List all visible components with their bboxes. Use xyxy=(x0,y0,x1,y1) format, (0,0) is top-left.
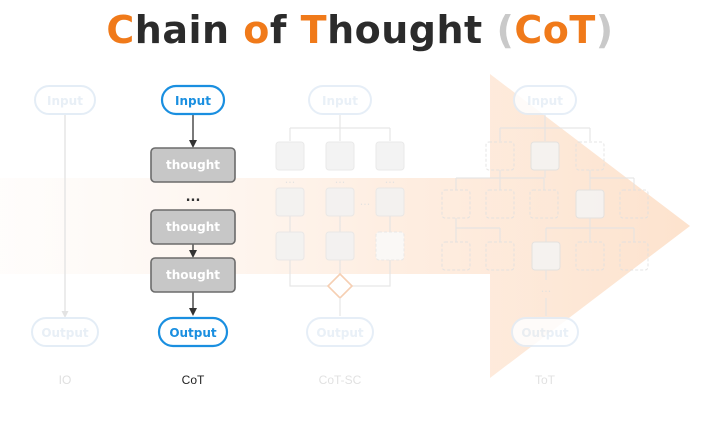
cot-thought-label-2: thought xyxy=(166,220,220,234)
cotsc-node-r3c3 xyxy=(375,231,405,261)
io-column-label: IO xyxy=(59,373,72,387)
tot-node-l3e xyxy=(619,241,649,271)
io-input-node xyxy=(34,85,96,115)
cotsc-node-r1c2 xyxy=(325,141,355,171)
cot-input-node xyxy=(160,84,226,116)
tot-ellipsis: ... xyxy=(541,282,552,295)
tot-node-l3a xyxy=(441,241,471,271)
tot-node-l2b xyxy=(485,189,515,219)
cot-column: Input thought ... thought thought Output… xyxy=(150,84,236,387)
title-letter-t: T xyxy=(300,8,328,52)
cot-thought-node-1 xyxy=(150,147,236,183)
cotsc-output-label: Output xyxy=(316,326,364,340)
io-column: Input Output IO xyxy=(31,85,99,387)
title-text-of: f xyxy=(269,8,301,52)
cot-column-label: CoT xyxy=(182,373,205,387)
tot-node-l1a xyxy=(485,141,515,171)
tot-node-l3c xyxy=(531,241,561,271)
tot-node-l3b xyxy=(485,241,515,271)
io-output-label: Output xyxy=(41,326,89,340)
tot-node-l1c xyxy=(575,141,605,171)
tot-node-l2e xyxy=(619,189,649,219)
cotsc-node-r1c1 xyxy=(275,141,305,171)
title-cot-abbrev: CoT xyxy=(514,8,596,52)
page-title: Chain of Thought (CoT) xyxy=(0,8,720,52)
cotsc-input-label: Input xyxy=(322,94,358,108)
title-paren-close: ) xyxy=(595,8,614,52)
cotsc-ellipsis-2: ... xyxy=(335,173,346,186)
tot-node-l1b xyxy=(530,141,560,171)
cotsc-node-r2c3 xyxy=(375,187,405,217)
cotsc-node-r2c2 xyxy=(325,187,355,217)
cot-thought-label-3: thought xyxy=(166,268,220,282)
background-arrow xyxy=(0,74,690,378)
cotsc-node-r3c1 xyxy=(275,231,305,261)
cot-ellipsis: ... xyxy=(186,190,201,205)
cotsc-ellipsis-4: ... xyxy=(360,195,371,208)
cot-output-label: Output xyxy=(169,326,217,340)
tot-column: Input xyxy=(441,85,649,387)
cotsc-column-label: CoT-SC xyxy=(319,373,362,387)
tot-node-l2d xyxy=(575,189,605,219)
title-letter-o: o xyxy=(243,8,270,52)
cot-thought-label-1: thought xyxy=(166,158,220,172)
tot-input-node xyxy=(513,85,577,115)
cot-thought-node-3 xyxy=(150,257,236,293)
cot-thought-node-2 xyxy=(150,209,236,245)
title-text-thought: hought xyxy=(327,8,497,52)
title-text-chain: hain xyxy=(134,8,244,52)
title-paren-open: ( xyxy=(496,8,515,52)
tot-column-label: ToT xyxy=(535,373,556,387)
tot-node-l2c xyxy=(529,189,559,219)
cotsc-node-r2c1 xyxy=(275,187,305,217)
cotsc-ellipsis-3: ... xyxy=(385,173,396,186)
cotsc-input-node xyxy=(308,85,372,115)
cotsc-node-r1c3 xyxy=(375,141,405,171)
tot-output-node xyxy=(511,317,579,347)
cot-input-label: Input xyxy=(175,94,211,108)
io-output-node xyxy=(31,317,99,347)
io-input-label: Input xyxy=(47,94,83,108)
cot-output-node xyxy=(157,316,229,348)
title-letter-c: C xyxy=(106,8,135,52)
cotsc-ellipsis-1: ... xyxy=(285,173,296,186)
tot-node-l3d xyxy=(575,241,605,271)
tot-output-label: Output xyxy=(521,326,569,340)
tot-input-label: Input xyxy=(527,94,563,108)
cotsc-vote-diamond xyxy=(326,272,354,300)
cotsc-column: Input ... ... ... ... Output CoT-SC xyxy=(275,85,405,387)
cotsc-output-node xyxy=(306,317,374,347)
tot-node-l2a xyxy=(441,189,471,219)
cotsc-node-r3c2 xyxy=(325,231,355,261)
